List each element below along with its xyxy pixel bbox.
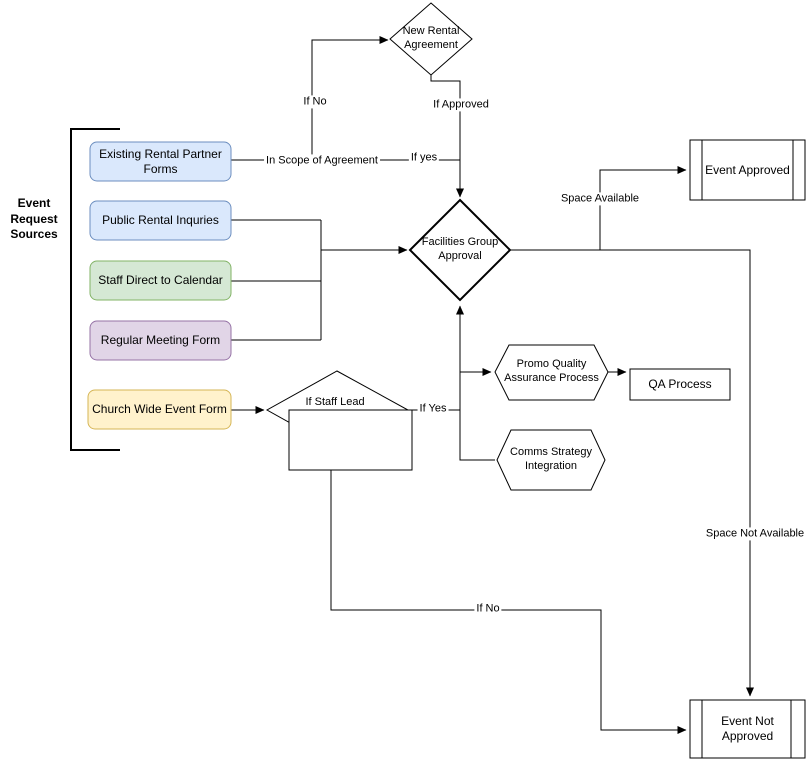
- edge-space-not-available: [510, 249, 754, 697]
- edge-label-in-scope-of-agreement: In Scope of Agreement: [264, 154, 380, 168]
- source-group-bracket: [70, 128, 120, 451]
- node-comms-strategy-integration: [496, 429, 606, 491]
- label-regular-meeting-form: Regular Meeting Form: [100, 333, 221, 347]
- node-church-wide-event-form: [87, 389, 232, 430]
- edge-label-if-yes-staff-lead: If Yes: [417, 402, 449, 416]
- edge-if-no-to-new-rental: [311, 36, 389, 160]
- label-staff-direct-to-calendar: Staff Direct to Calendar: [98, 273, 223, 287]
- edge-label-if-no-bottom: If No: [474, 602, 502, 616]
- label-event-not-approved: Event Not Approved: [721, 714, 774, 743]
- node-qa-process: [629, 368, 731, 401]
- label-comms-strategy-integration: Comms Strategy Integration: [510, 446, 592, 472]
- edge-space-available: [599, 166, 687, 250]
- edge-source-bus: [231, 219, 322, 341]
- label-new-rental-agreement: New Rental Agreement: [402, 25, 460, 51]
- label-if-staff-lead: If Staff Lead: [305, 395, 365, 408]
- label-existing-rental-partner-forms: Existing Rental Partner Forms: [99, 146, 222, 176]
- node-new-rental-agreement: [389, 2, 473, 76]
- label-church-wide-event-form: Church Wide Event Form: [92, 402, 227, 416]
- node-if-staff-lead-rect: [288, 409, 413, 471]
- node-regular-meeting-form: [89, 320, 232, 361]
- node-event-not-approved: [689, 699, 806, 759]
- edge-label-if-yes-new-rental: If yes: [408, 151, 440, 165]
- event-approved-side-bars: [701, 140, 794, 200]
- edge-label-if-no-top: If No: [301, 95, 329, 109]
- label-event-approved: Event Approved: [705, 162, 790, 177]
- source-group-label: Event Request Sources: [10, 196, 58, 242]
- label-public-rental-inquries: Public Rental Inquries: [102, 213, 219, 227]
- node-promo-quality-assurance: [494, 344, 609, 401]
- event-not-approved-side-bars: [701, 700, 792, 758]
- node-public-rental-inquries: [89, 200, 232, 241]
- node-event-approved: [689, 139, 806, 201]
- edge-if-approved-to-facilities: [430, 75, 464, 198]
- label-qa-process: QA Process: [648, 377, 712, 391]
- node-facilities-group-approval: [408, 198, 512, 302]
- edge-label-space-available: Space Available: [558, 192, 642, 206]
- label-facilities-group-approval: Facilities Group Approval: [421, 236, 499, 262]
- label-promo-quality-assurance: Promo Quality Assurance Process: [504, 358, 599, 384]
- edge-label-space-not-available: Space Not Available: [703, 527, 807, 541]
- edge-label-if-approved: If Approved: [431, 98, 491, 112]
- edge-if-no-to-not-approved: [330, 470, 687, 734]
- node-existing-rental-partner-forms: [89, 141, 232, 182]
- node-staff-direct-to-calendar: [89, 260, 232, 301]
- edge-to-comms: [459, 410, 495, 461]
